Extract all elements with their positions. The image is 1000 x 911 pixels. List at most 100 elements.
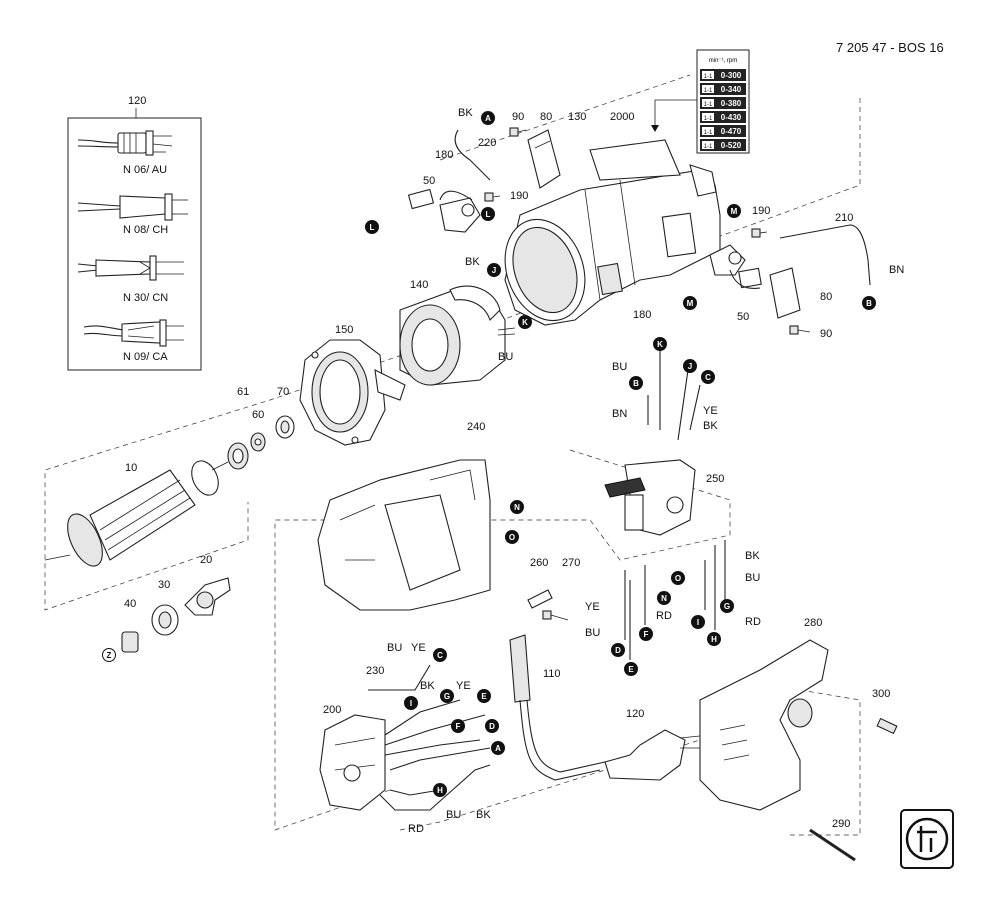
marker-h-18: H xyxy=(711,635,717,644)
part-label-30: 30 xyxy=(158,579,170,591)
mains-plug-120 xyxy=(604,729,701,781)
marker-g-circle-24 xyxy=(440,689,454,703)
marker-a-29: A xyxy=(495,744,501,753)
flange-150 xyxy=(299,339,406,446)
speed-setting-3: 1-1 xyxy=(704,102,713,108)
marker-d-circle-20 xyxy=(611,643,625,657)
part-label-80: 80 xyxy=(540,111,552,123)
wire-color-ye-17: YE xyxy=(456,680,471,692)
wire-color-bk-8: BK xyxy=(745,550,760,562)
part-label-120: 120 xyxy=(626,708,644,720)
bushing-70 xyxy=(275,415,295,439)
part-label-140: 140 xyxy=(410,279,428,291)
wire-color-ye-6: YE xyxy=(703,405,718,417)
fein-logo xyxy=(900,809,954,869)
marker-b-10: B xyxy=(633,379,639,388)
marker-n-circle-12 xyxy=(510,500,524,514)
marker-o-14: O xyxy=(675,574,681,583)
marker-m-circle-3 xyxy=(727,204,741,218)
part-label-61: 61 xyxy=(237,386,249,398)
marker-c-11: C xyxy=(705,373,711,382)
marker-j-circle-9 xyxy=(683,359,697,373)
electronic-module-200 xyxy=(319,714,386,811)
marker-j-6: J xyxy=(492,266,496,275)
marker-h-28: H xyxy=(437,786,443,795)
part-label-10: 10 xyxy=(125,462,137,474)
marker-b-7: B xyxy=(866,299,872,308)
speed-table-header: min⁻¹, rpm xyxy=(709,58,738,64)
part-label-2000: 2000 xyxy=(610,111,634,123)
wire-color-bu-18: BU xyxy=(446,809,461,821)
bearing-30 xyxy=(151,604,179,636)
marker-h-circle-18 xyxy=(707,632,721,646)
speed-setting-2: 1-1 xyxy=(704,88,713,94)
part-label-70: 70 xyxy=(277,386,289,398)
plug-box-title: 120 xyxy=(128,95,146,107)
marker-z-circle-30 xyxy=(102,648,116,662)
marker-i-23: I xyxy=(410,699,412,708)
power-cable-110 xyxy=(509,634,606,781)
part-label-230: 230 xyxy=(366,665,384,677)
wire-color-bk-7: BK xyxy=(703,420,718,432)
speed-value-5: 0-470 xyxy=(721,127,742,136)
part-label-60: 60 xyxy=(252,409,264,421)
wire-color-bk-19: BK xyxy=(476,809,491,821)
marker-g-16: G xyxy=(724,602,730,611)
wire-color-ye-15: YE xyxy=(411,642,426,654)
wire-210 xyxy=(779,224,871,286)
marker-j-circle-6 xyxy=(487,263,501,277)
wire-color-bu-10: BU xyxy=(585,627,600,639)
brush-cover-80-right xyxy=(769,267,801,319)
marker-e-25: E xyxy=(481,692,487,701)
marker-n-15: N xyxy=(661,594,667,603)
part-label-240: 240 xyxy=(467,421,485,433)
wire-color-bk-0: BK xyxy=(458,107,473,119)
wire-color-bn-3: BN xyxy=(889,264,904,276)
switch-250 xyxy=(604,459,696,536)
marker-i-17: I xyxy=(697,618,699,627)
marker-a-circle-0 xyxy=(481,111,495,125)
speed-value-4: 0-430 xyxy=(721,113,742,122)
wire-color-bu-4: BU xyxy=(612,361,627,373)
part-label-90-dup: 90 xyxy=(820,328,832,340)
marker-l-circle-1 xyxy=(481,207,495,221)
speed-value-6: 0-520 xyxy=(721,141,742,150)
plug-ch xyxy=(77,193,188,221)
plug-au xyxy=(77,130,173,156)
marker-k-5: K xyxy=(522,318,528,327)
marker-d-27: D xyxy=(489,722,495,731)
part-label-290: 290 xyxy=(832,818,850,830)
marker-n-circle-15 xyxy=(657,591,671,605)
switch-wiring xyxy=(624,350,726,660)
handle-280 xyxy=(699,639,829,811)
module-wires xyxy=(379,699,491,811)
part-label-50-dup: 50 xyxy=(737,311,749,323)
speed-setting-1: 1-1 xyxy=(704,74,713,80)
fan-washer-20 xyxy=(184,577,231,616)
field-coil-140 xyxy=(399,285,516,386)
marker-z-30: Z xyxy=(107,651,112,660)
marker-o-circle-13 xyxy=(505,530,519,544)
wire-color-bu-9: BU xyxy=(745,572,760,584)
marker-b-circle-7 xyxy=(862,296,876,310)
screw-90-top xyxy=(509,127,527,137)
part-label-260: 260 xyxy=(530,557,548,569)
marker-j-9: J xyxy=(688,362,692,371)
plug-label-4: N 09/ CA xyxy=(123,351,168,363)
marker-m-4: M xyxy=(687,299,694,308)
gear-housing-240 xyxy=(317,459,491,611)
screw-190-right xyxy=(751,228,768,238)
marker-k-8: K xyxy=(657,340,663,349)
wire-color-bn-5: BN xyxy=(612,408,627,420)
wire-230 xyxy=(368,664,431,691)
part-label-50: 50 xyxy=(423,175,435,187)
marker-k-circle-8 xyxy=(653,337,667,351)
wire-color-rd-20: RD xyxy=(408,823,424,835)
wire-color-bk-1: BK xyxy=(465,256,480,268)
strain-relief-260 xyxy=(527,589,553,609)
wire-color-rd-12: RD xyxy=(656,610,672,622)
